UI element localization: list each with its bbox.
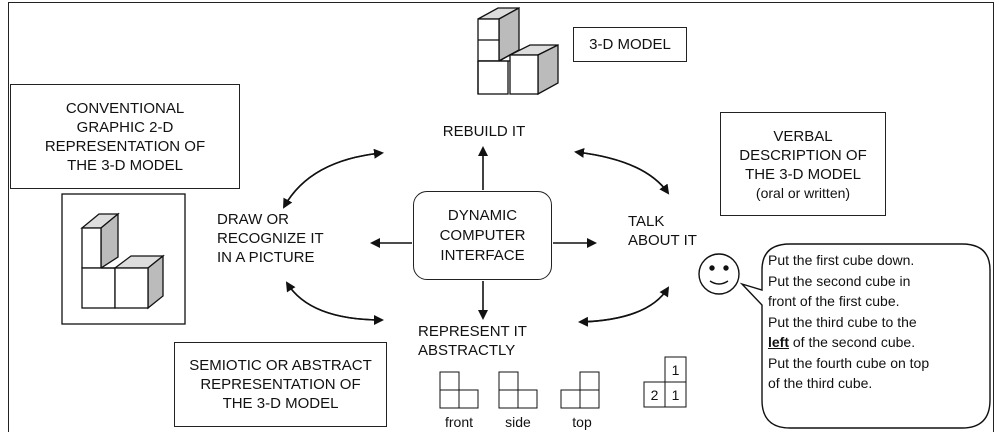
represent-line-2: ABSTRACTLY xyxy=(418,342,516,359)
draw-label: DRAW OR RECOGNIZE IT IN A PICTURE xyxy=(217,210,387,267)
verbal-line-1: VERBAL xyxy=(773,127,833,145)
center-line-3: INTERFACE xyxy=(440,246,525,264)
grid-number-top-right: 1 xyxy=(671,362,680,378)
rebuild-label: REBUILD IT xyxy=(442,123,526,140)
view-grids xyxy=(439,371,600,409)
talk-line-2: ABOUT IT xyxy=(628,232,697,249)
speech-text: Put the first cube down. Put the second … xyxy=(768,250,986,394)
dynamic-computer-interface: DYNAMIC COMPUTER INTERFACE xyxy=(413,191,552,280)
grid-number-bottom-right: 1 xyxy=(671,387,680,403)
verbal-line-4: (oral or written) xyxy=(755,184,851,201)
box-verbal: VERBAL DESCRIPTION OF THE 3-D MODEL (ora… xyxy=(720,112,886,216)
speech-line-6: Put the fourth cube on top xyxy=(768,354,930,371)
talk-label: TALK ABOUT IT xyxy=(628,212,738,250)
speech-line-5: left of the second cube. xyxy=(768,332,986,353)
speech-emphasis-left: left xyxy=(768,334,789,350)
verbal-line-3: THE 3-D MODEL xyxy=(745,165,861,183)
draw-line-3: IN A PICTURE xyxy=(217,249,315,266)
view-caption-side: side xyxy=(505,414,531,430)
speech-line-1: Put the first cube down. xyxy=(768,252,915,268)
speech-line-5-rest: of the second cube. xyxy=(789,334,916,350)
talk-line-1: TALK xyxy=(628,213,665,230)
diagram-frame xyxy=(8,2,994,432)
conventional-line-1: CONVENTIONAL xyxy=(65,99,185,117)
box-semiotic: SEMIOTIC OR ABSTRACT REPRESENTATION OF T… xyxy=(174,342,387,427)
number-grid xyxy=(643,356,687,408)
verbal-line-2: DESCRIPTION OF xyxy=(739,146,867,164)
box-conventional: CONVENTIONAL GRAPHIC 2-D REPRESENTATION … xyxy=(10,84,240,189)
box-3d-model: 3-D MODEL xyxy=(573,27,687,62)
speech-line-3: front of the first cube. xyxy=(768,293,900,309)
center-line-2: COMPUTER xyxy=(439,226,526,244)
semiotic-line-1: SEMIOTIC OR ABSTRACT xyxy=(189,357,372,374)
left-cube-model xyxy=(61,193,186,325)
grid-number-bottom-left: 2 xyxy=(650,387,659,403)
center-line-1: DYNAMIC xyxy=(447,206,518,224)
speech-line-2: Put the second cube in xyxy=(768,272,911,289)
conventional-line-2: GRAPHIC 2-D xyxy=(76,118,174,136)
center-arrows xyxy=(370,146,597,320)
curved-arrows xyxy=(283,147,670,327)
conventional-line-4: THE 3-D MODEL xyxy=(67,156,183,174)
speech-line-7: of the third cube. xyxy=(768,375,873,391)
draw-line-2: RECOGNIZE IT xyxy=(217,230,324,247)
represent-label: REPRESENT IT ABSTRACTLY xyxy=(418,322,558,360)
top-cube-model xyxy=(477,6,559,96)
draw-line-1: DRAW OR xyxy=(217,211,289,228)
speech-line-4: Put the third cube to the xyxy=(768,313,917,330)
view-caption-front: front xyxy=(444,414,473,430)
represent-line-1: REPRESENT IT xyxy=(418,323,527,340)
speech-bubble xyxy=(739,243,991,429)
semiotic-line-2: REPRESENTATION OF xyxy=(200,376,361,393)
view-caption-top: top xyxy=(572,414,592,430)
conventional-line-3: REPRESENTATION OF xyxy=(44,137,206,155)
semiotic-line-3: THE 3-D MODEL xyxy=(222,395,339,412)
smiley-face-icon xyxy=(698,253,740,295)
